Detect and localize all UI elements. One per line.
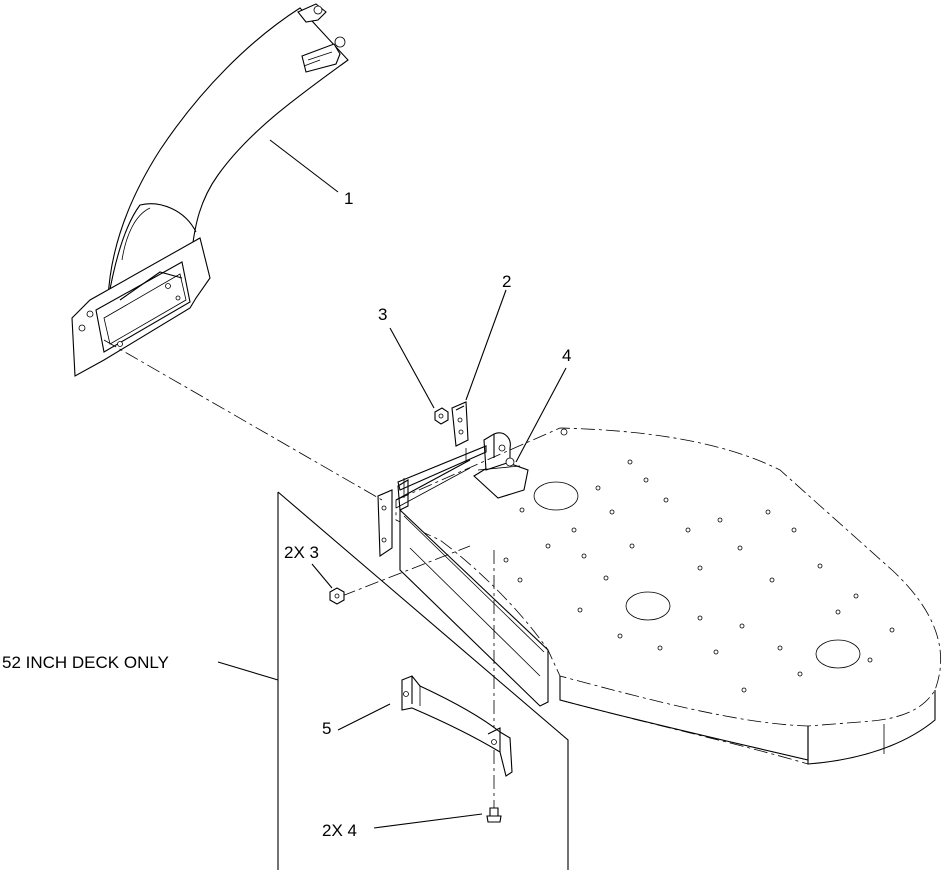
deflector-support [401,675,513,777]
chute-bracket [451,401,469,447]
callout-2: 2 [502,272,511,291]
callout-3: 3 [378,305,387,324]
leader-52-inch [217,661,279,681]
callout-4: 4 [562,346,571,365]
leader-3 [389,327,435,409]
callout-1: 1 [344,189,353,208]
callout-2x4: 2X 4 [322,821,357,840]
assembly-line-chute [103,339,383,501]
label-52-inch-deck-only: 52 INCH DECK ONLY [2,653,169,672]
leader-5 [337,703,391,731]
callout-2x3: 2X 3 [284,543,319,562]
leader-2x3 [311,563,333,589]
pivot-hinge [473,432,529,499]
nut-3 [434,407,449,425]
leader-4 [515,367,567,463]
assembly-line-nut [341,545,471,597]
deck-only-inset-frame [277,491,569,870]
deck-mounting-holes [503,428,895,693]
leader-1 [269,139,339,193]
deck-rail [397,445,487,498]
callout-5: 5 [322,719,331,738]
bolt-2x4 [486,800,502,823]
leader-2 [465,289,507,401]
discharge-chute [71,3,349,377]
leader-2x4 [373,813,483,829]
nut-2x3 [329,587,345,605]
